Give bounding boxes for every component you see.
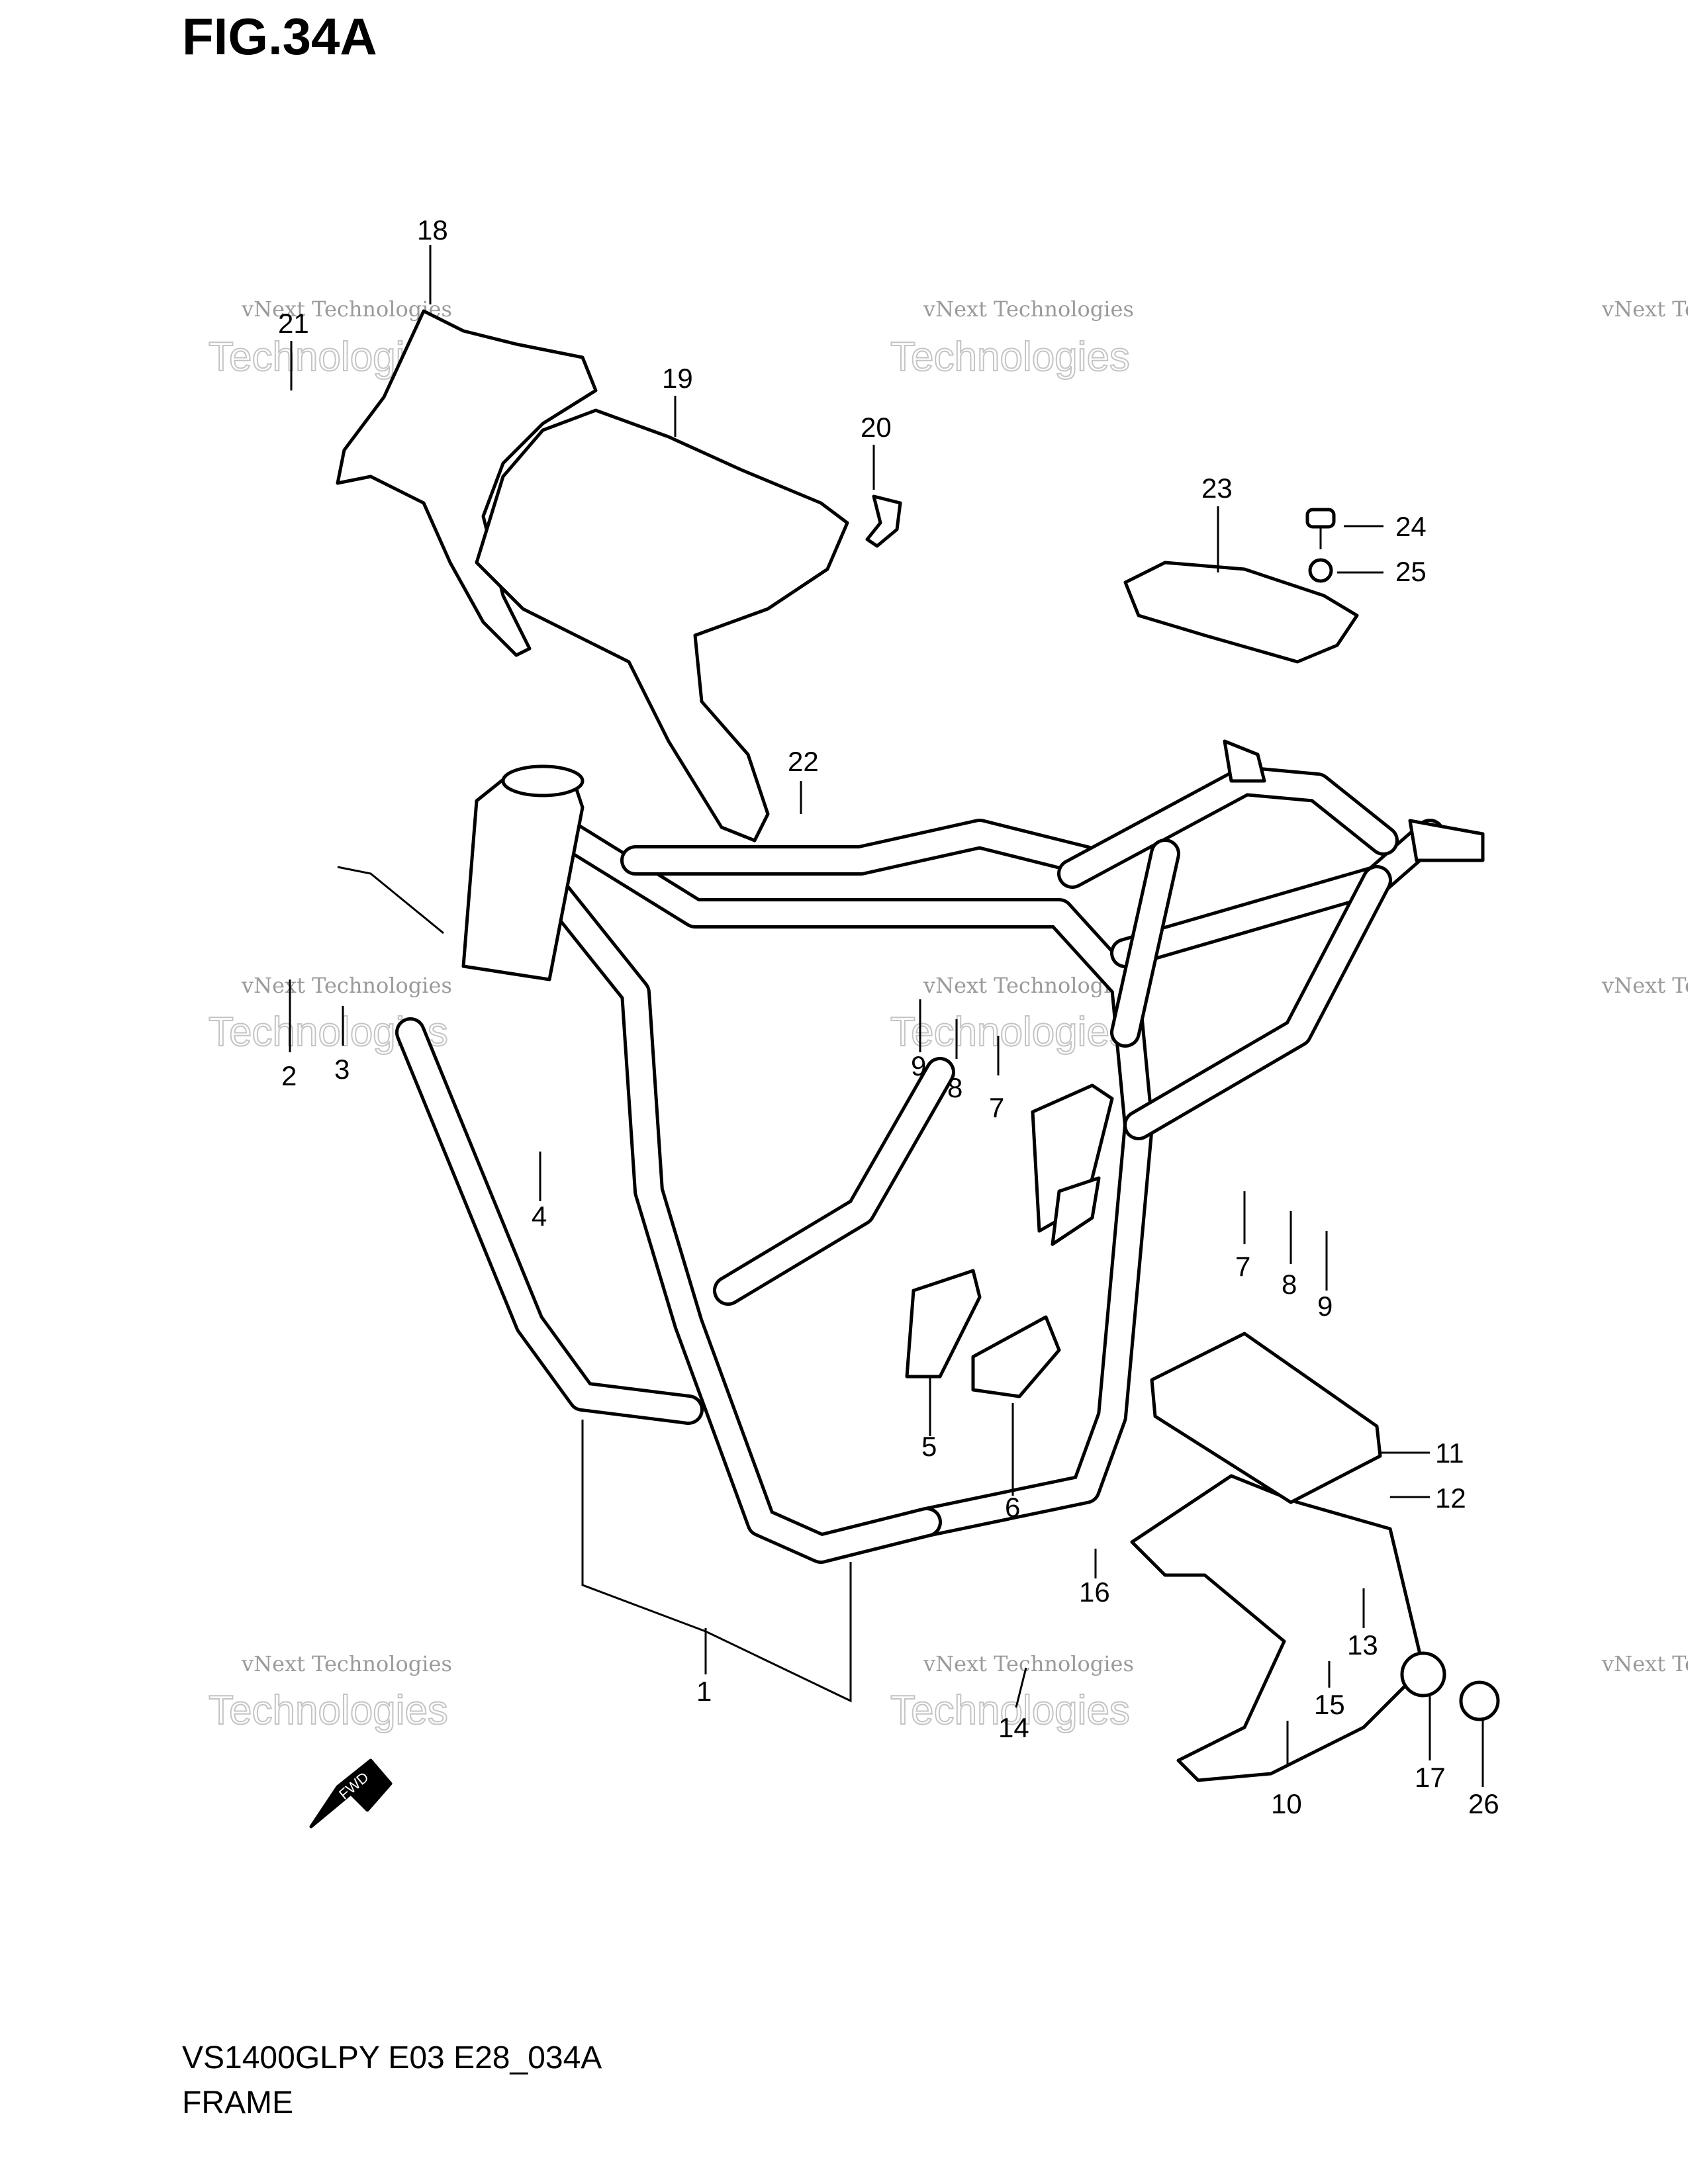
callout-25: 24 <box>1395 511 1427 542</box>
watermark-text: vNext Technologies <box>241 973 452 998</box>
callout-15: 15 <box>1314 1689 1345 1720</box>
callout-9: 9 <box>1317 1291 1333 1322</box>
watermark-text: vNext Technologies <box>923 1651 1134 1676</box>
callout-6: 6 <box>1005 1492 1020 1523</box>
callout-18: 26 <box>1468 1788 1499 1819</box>
watermark-text: Technologies <box>890 1688 1130 1733</box>
callout-16: 16 <box>1079 1576 1110 1608</box>
callout-22: 21 <box>278 308 309 339</box>
watermark-text: vNext Technologies <box>241 1651 452 1676</box>
cushion <box>1459 1680 1500 1721</box>
callout-21: 20 <box>861 412 892 443</box>
watermark-text: vNext Technologies <box>923 296 1134 322</box>
clip <box>865 494 902 548</box>
box <box>1150 1332 1382 1504</box>
grommet <box>1400 1651 1446 1698</box>
side-cover <box>336 309 598 657</box>
callout-24: 23 <box>1201 473 1233 504</box>
screw-25 <box>1305 508 1336 549</box>
model-code: VS1400GLPY E03 E28_034A <box>182 2040 602 2075</box>
callout-7: 7 <box>1235 1251 1250 1282</box>
callout-23: 22 <box>788 746 819 777</box>
callout-12: 12 <box>1435 1482 1466 1514</box>
leader-lines <box>289 245 1484 1787</box>
callout-13: 13 <box>1347 1629 1378 1661</box>
watermark-text: Technologies <box>890 1009 1130 1055</box>
callout-5: 5 <box>921 1431 937 1462</box>
watermark-text: vNext Technologies <box>241 296 452 322</box>
watermark-text: Technologies <box>890 334 1130 380</box>
fwd-arrow-icon: FWD <box>309 1758 393 1829</box>
battery-holder <box>1130 1474 1425 1782</box>
callout-10: 10 <box>1271 1788 1302 1819</box>
bracket <box>1123 561 1359 664</box>
callout-4: 4 <box>532 1201 547 1232</box>
tank-cover <box>475 408 849 842</box>
figure-name: FRAME <box>182 2085 293 2120</box>
nut-26 <box>1308 558 1333 583</box>
watermark-text: Technologies <box>209 1688 448 1733</box>
callout-19: 18 <box>417 214 448 246</box>
callout-11: 11 <box>1435 1437 1464 1469</box>
callout-8: 8 <box>947 1072 962 1103</box>
watermarks: vNext Technologies Technologies vNext Te… <box>208 296 1688 1734</box>
watermark-text: vNext Technologies <box>1601 1651 1688 1676</box>
callout-9: 9 <box>911 1050 926 1081</box>
callout-numbers: 18 19 20 21 22 23 24 25 2 3 4 5 6 7 8 9 … <box>278 214 1499 1819</box>
callout-17: 17 <box>1415 1762 1446 1793</box>
main-frame <box>395 739 1485 1564</box>
callout-7: 7 <box>989 1092 1004 1123</box>
watermark-text: vNext Technologies <box>1601 973 1688 998</box>
callout-26: 25 <box>1395 556 1427 587</box>
callout-14: 14 <box>998 1712 1029 1743</box>
callout-3: 3 <box>334 1054 350 1085</box>
callout-1: 1 <box>696 1676 712 1707</box>
watermark-text: vNext Technologies <box>1601 296 1688 322</box>
callout-2: 2 <box>281 1060 297 1091</box>
callout-8: 8 <box>1282 1269 1297 1300</box>
figure-title: FIG.34A <box>182 7 377 66</box>
callout-20: 19 <box>662 363 693 394</box>
